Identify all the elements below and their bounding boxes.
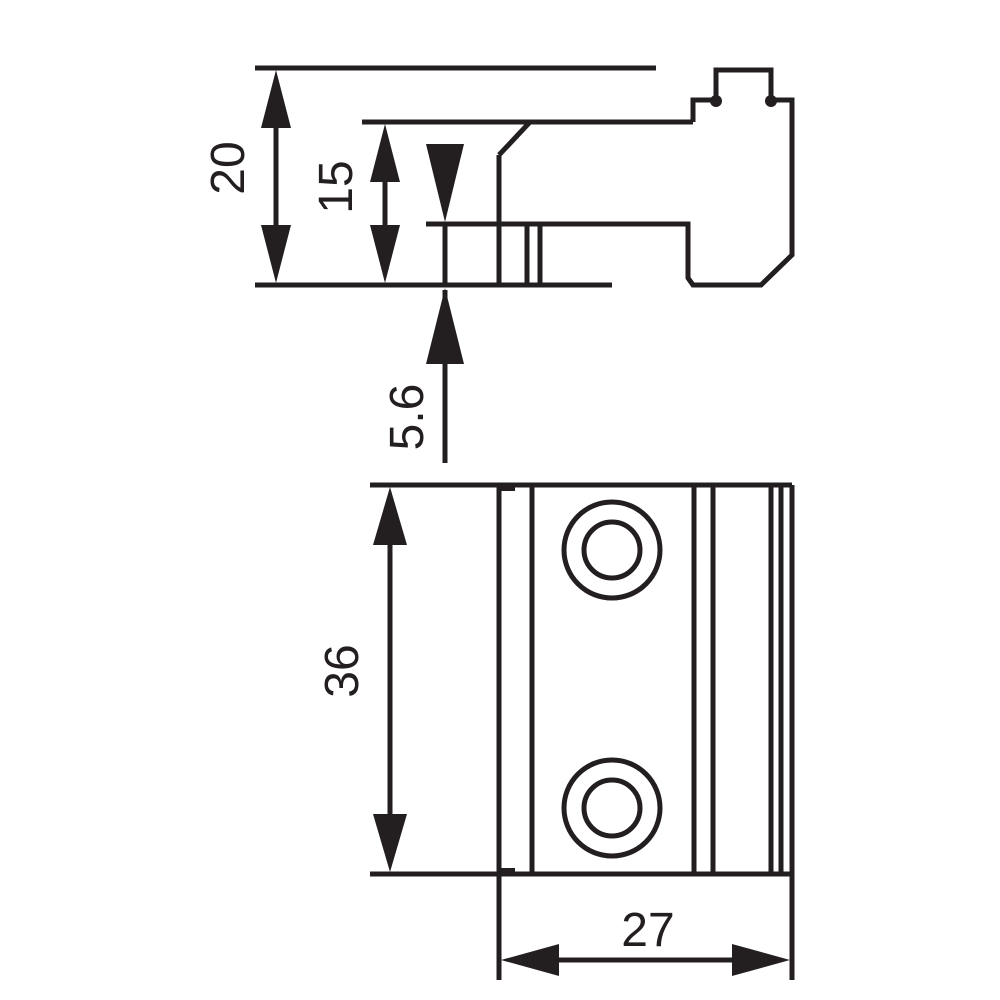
screw-hole-bottom-inner	[581, 777, 643, 839]
dim-label-5-6: 5.6	[381, 384, 434, 451]
arrowhead-36-bottom	[373, 814, 407, 872]
arrowhead-20-bottom	[261, 225, 291, 283]
arrowhead-36-top	[373, 487, 407, 545]
dim-label-27: 27	[621, 904, 674, 957]
arrowhead-27-left	[501, 944, 559, 976]
dim-label-20: 20	[202, 141, 255, 194]
top-view: 36 27	[316, 482, 795, 980]
screw-hole-top-inner	[581, 519, 643, 581]
dim-label-15: 15	[310, 160, 363, 213]
screw-hole-top-outer	[561, 499, 663, 601]
arrowhead-27-right	[732, 944, 790, 976]
notch-left	[710, 95, 722, 107]
dim-label-36: 36	[316, 644, 369, 697]
arrowhead-5-6-down	[426, 144, 464, 222]
web-diagonal	[497, 120, 532, 157]
screw-hole-bottom-outer	[561, 757, 663, 859]
arrowhead-15-top	[370, 124, 400, 182]
side-view: 20 15 5.6	[202, 65, 795, 463]
arrowhead-5-6-up	[426, 288, 464, 364]
arrowhead-15-bottom	[370, 225, 400, 283]
arrowhead-20-top	[261, 70, 291, 128]
bracket-outline	[426, 67, 795, 288]
notch-right	[765, 95, 777, 107]
